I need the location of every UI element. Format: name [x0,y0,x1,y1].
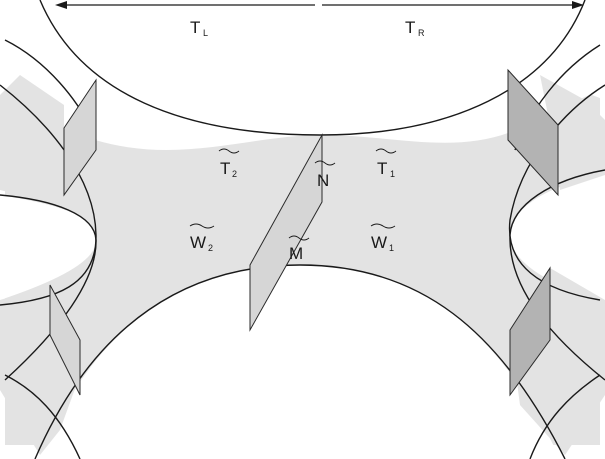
arrow-left-head [55,1,67,9]
svg-text:2: 2 [208,243,213,253]
svg-text:2: 2 [232,169,237,179]
svg-text:W: W [190,233,206,252]
label-n-tilde: N [314,160,336,190]
left-upper-hyperbola [0,84,97,306]
shaded-region-center [5,90,600,445]
left-bottom-plane [49,284,81,396]
right-bottom-plane [509,266,551,397]
svg-text:L: L [203,28,208,38]
bottom-arc [34,264,566,459]
right-top-plane [507,68,559,197]
label-t1-tilde: T 1 [375,148,397,179]
svg-text:T: T [377,159,387,178]
right-middle-white [510,175,605,300]
left-lower-hyperbola [0,194,97,381]
right-top-wedge [540,75,605,190]
svg-text:N: N [317,171,329,190]
label-m-tilde: M [288,235,310,263]
top-arc [39,0,586,136]
label-w2-tilde: W 2 [189,223,215,253]
svg-text:T: T [190,18,200,37]
svg-text:M: M [289,244,303,263]
arrow-right-head [572,1,584,9]
left-bottom-outer-curve [4,374,81,459]
svg-text:T: T [405,18,415,37]
left-middle-white [0,195,97,300]
left-top-wedge [0,75,64,195]
right-top-white [540,0,605,100]
top-lens-region [40,0,585,135]
bottom-region [40,265,560,459]
right-bottom-outer-curve [529,374,601,459]
label-t2-tilde: T 2 [218,148,240,179]
svg-text:R: R [418,28,425,38]
svg-text:T: T [220,159,230,178]
right-upper-hyperbola [508,84,605,301]
left-top-plane [63,78,97,197]
label-t-right: T R [405,18,425,38]
center-plane [249,133,323,332]
label-w1-tilde: W 1 [370,223,396,253]
svg-text:1: 1 [390,169,395,179]
svg-text:W: W [371,233,387,252]
label-t-left: T L [190,18,208,38]
svg-text:1: 1 [389,243,394,253]
